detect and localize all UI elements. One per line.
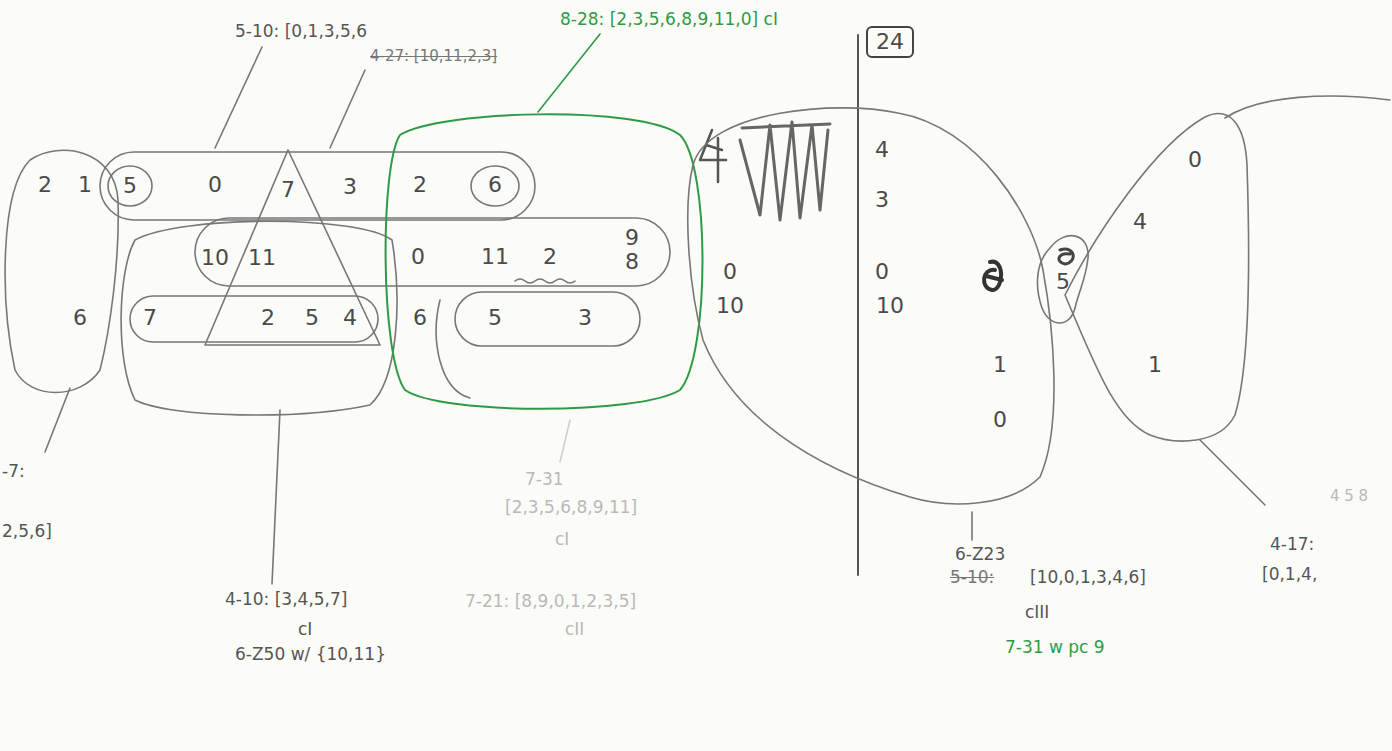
pencil-enclosure: 5 (1030, 228, 1092, 328)
leader-line (971, 512, 973, 540)
set-class-note: 4-10: [3,4,5,7] (225, 590, 347, 610)
pitch-class-number: 11 (481, 246, 509, 268)
pitch-class-number: 1 (78, 174, 92, 196)
set-class-note: [0,1,4, (1262, 565, 1317, 585)
pitch-class-number: 4 (875, 139, 889, 161)
pencil-loop (195, 218, 670, 286)
set-class-note: 7-31 (525, 470, 564, 490)
enclosure-outline (688, 108, 1054, 504)
pitch-class-number: 10 (201, 247, 229, 269)
pitch-class-number: 0 (993, 409, 1007, 431)
set-class-note: 8-28: [2,3,5,6,8,9,11,0] cI (560, 10, 778, 30)
pitch-class-number: 1 (1148, 354, 1162, 376)
pencil-loop (100, 152, 535, 220)
pencil-stroke (436, 300, 470, 398)
set-class-note: 7-21: [8,9,0,1,2,3,5] (465, 592, 636, 612)
set-class-note: 5-10: (950, 568, 994, 588)
pencil-loop (455, 292, 640, 346)
pitch-class-number: 3 (343, 176, 357, 198)
pitch-class-number: 0 (1188, 149, 1202, 171)
pencil-scribble (984, 262, 1002, 290)
enclosure-outline (1065, 114, 1249, 441)
leader-line (272, 410, 280, 584)
pitch-class-number: 0 (723, 261, 737, 283)
pitch-class-number: 6 (73, 307, 87, 329)
pencil-loop (471, 166, 519, 206)
set-class-note: [2,3,5,6,8,9,11] (505, 498, 637, 518)
pitch-class-number: 7 (281, 179, 295, 201)
set-class-note: -7: (2, 462, 25, 482)
set-class-note: cI (555, 530, 569, 550)
set-class-note: 6-Z23 (955, 545, 1005, 565)
set-class-note: 4 5 8 (1330, 488, 1368, 505)
pitch-class-number: 8 (625, 251, 639, 273)
pitch-class-number: 10 (876, 295, 904, 317)
pitch-class-number: 3 (875, 189, 889, 211)
pitch-class-number: 3 (578, 307, 592, 329)
enclosure-outline (386, 114, 703, 408)
pitch-class-number: 2 (38, 174, 52, 196)
pitch-class-number: 5 (488, 307, 502, 329)
leader-line (45, 388, 70, 452)
pencil-loop (5, 150, 118, 392)
leader-line (538, 34, 600, 112)
pencil-enclosure: 0 4 1 (1055, 105, 1255, 450)
pencil-enclosure: 0104301010 (688, 95, 1068, 515)
pencil-scribble (515, 279, 575, 283)
set-class-note: 2,5,6] (2, 522, 52, 542)
set-class-note: 4-27: [10,11,2,3] (370, 48, 497, 65)
set-class-note: cIII (1025, 603, 1049, 623)
pitch-class-number: 10 (716, 295, 744, 317)
set-class-note: 5-10: [0,1,3,5,6 (235, 22, 367, 42)
pitch-class-number: 0 (875, 261, 889, 283)
pencil-stroke (1200, 440, 1265, 505)
pitch-class-number: 9 (625, 227, 639, 249)
pitch-class-number: 2 (543, 246, 557, 268)
leader-line (560, 420, 570, 462)
pitch-class-number: 7 (143, 307, 157, 329)
pencil-loop (108, 166, 152, 206)
pitch-class-number: 6 (413, 307, 427, 329)
set-class-note: cII (565, 620, 584, 640)
pitch-class-number: 5 (123, 175, 137, 197)
divider-line (857, 35, 859, 575)
pencil-loop (130, 296, 378, 342)
leader-line (215, 47, 262, 148)
pitch-class-number: 2 (261, 307, 275, 329)
set-class-note: 6-Z50 w/ {10,11} (235, 645, 386, 665)
set-class-note: 4-17: (1270, 535, 1314, 555)
pitch-class-number: 0 (411, 246, 425, 268)
pitch-class-number: 2 (413, 174, 427, 196)
leader-line (330, 70, 365, 148)
pencil-triangle (205, 150, 380, 345)
pitch-class-number: 0 (208, 174, 222, 196)
set-class-note: cI (298, 620, 312, 640)
boxed-number: 24 (866, 26, 914, 58)
set-class-note: 7-31 w pc 9 (1005, 638, 1105, 658)
pencil-scribble (740, 122, 830, 220)
enclosure-outline (1055, 105, 1255, 450)
pitch-class-number: 4 (343, 307, 357, 329)
pitch-class-number: 11 (248, 247, 276, 269)
pitch-class-number: 4 (1133, 211, 1147, 233)
pencil-loop (121, 221, 397, 415)
pencil-scribble (1059, 249, 1073, 264)
pitch-class-number: 6 (488, 174, 502, 196)
pitch-class-number: 24 (876, 31, 904, 53)
pencil-enclosure: 2 6 0 11 2 98 6 5 3 (380, 105, 710, 415)
pitch-class-number: 1 (993, 354, 1007, 376)
set-class-note: [10,0,1,3,4,6] (1030, 568, 1146, 588)
enclosure-outline (1037, 236, 1088, 323)
pitch-class-number: 5 (305, 307, 319, 329)
pencil-stroke (1225, 96, 1390, 118)
